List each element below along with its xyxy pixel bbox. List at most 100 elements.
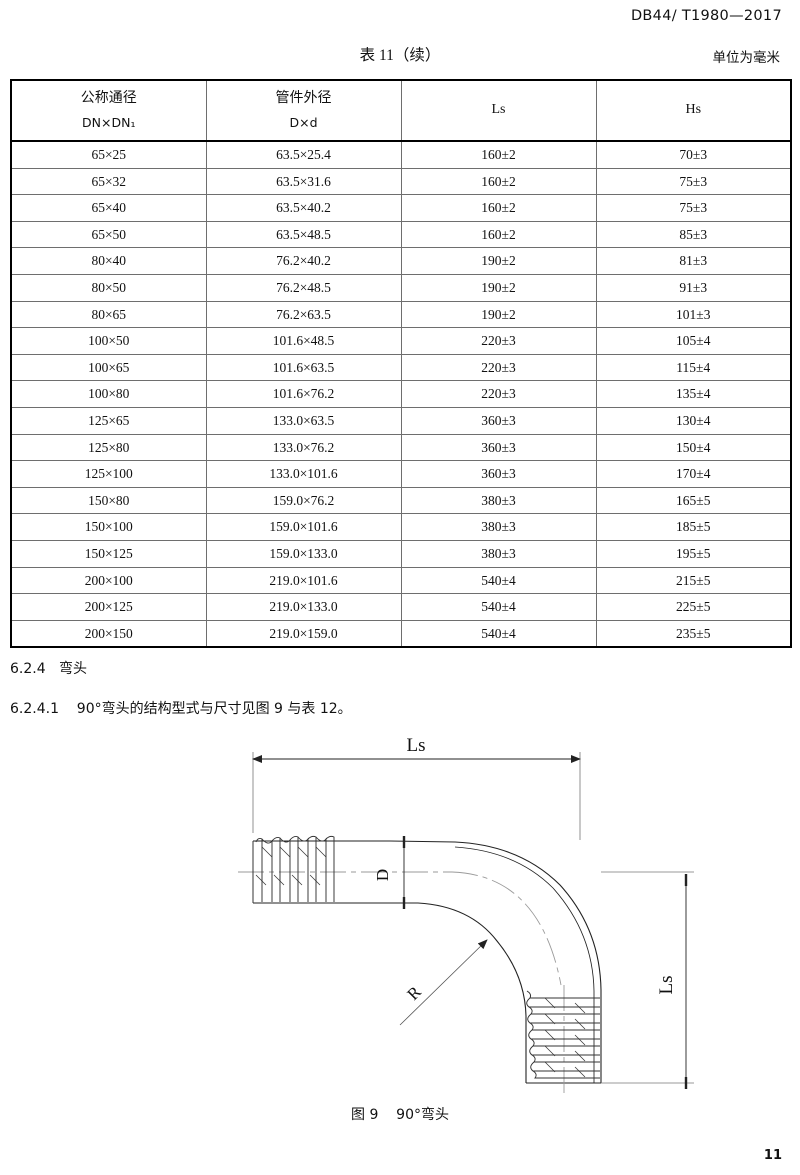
standard-number-header: DB44/ T1980—2017 xyxy=(630,8,782,24)
table-cell-ls: 160±2 xyxy=(400,220,597,249)
table-cell-nominal-diameter: 100×50 xyxy=(10,327,207,355)
table-caption-row: 表 11（续） 单位为毫米 xyxy=(10,43,790,67)
table-cell-ls: 540±4 xyxy=(400,566,597,595)
dimension-label-d: D xyxy=(373,869,392,881)
dimension-label-r: R xyxy=(403,982,425,1004)
table-cell-outer-diameter: 63.5×31.6 xyxy=(205,167,402,196)
horizontal-barb-ribs xyxy=(252,835,335,903)
inner-contour xyxy=(253,902,527,1083)
column-header-hs: Hs xyxy=(595,79,792,142)
table-cell-ls: 360±3 xyxy=(400,460,597,488)
dimension-ls-horizontal: Ls xyxy=(252,735,581,840)
dimension-label-ls-horizontal: Ls xyxy=(407,735,426,756)
vertical-barb-ribs xyxy=(526,990,600,1079)
table-cell-hs: 130±4 xyxy=(595,406,792,435)
table-cell-nominal-diameter: 65×50 xyxy=(10,220,207,249)
table-cell-ls: 160±2 xyxy=(400,167,597,196)
table-cell-outer-diameter: 159.0×133.0 xyxy=(205,539,402,568)
table-cell-hs: 195±5 xyxy=(595,539,792,568)
table-cell-nominal-diameter: 65×32 xyxy=(10,167,207,196)
table-cell-ls: 220±3 xyxy=(400,353,597,382)
table-cell-hs: 75±3 xyxy=(595,167,792,196)
table-cell-nominal-diameter: 200×150 xyxy=(10,619,207,649)
dimension-d-diameter: D xyxy=(373,836,406,909)
table-cell-hs: 165±5 xyxy=(595,486,792,515)
table-header: 公称通径 DN×DN₁ 管件外径 D×d Ls Hs xyxy=(10,79,792,142)
table-cell-nominal-diameter: 150×125 xyxy=(10,539,207,568)
table-cell-hs: 135±4 xyxy=(595,380,792,408)
table-units-note: 单位为毫米 xyxy=(712,50,781,65)
table-cell-hs: 85±3 xyxy=(595,220,792,249)
column-header-outer-diameter-cn: 管件外径 xyxy=(275,90,332,106)
table-cell-ls: 220±3 xyxy=(400,380,597,408)
table-cell-ls: 220±3 xyxy=(400,327,597,355)
dimension-label-ls-vertical: Ls xyxy=(656,976,677,995)
column-header-outer-diameter: 管件外径 D×d xyxy=(205,79,402,142)
table-cell-outer-diameter: 63.5×48.5 xyxy=(205,220,402,249)
leader-line-r xyxy=(399,939,488,1026)
centerline-bend-arc xyxy=(451,871,562,986)
figure-9-caption: 图 9 90°弯头 xyxy=(351,1107,449,1123)
figure-9-elbow-drawing: Ls D R Ls xyxy=(0,735,800,1115)
table-cell-hs: 235±5 xyxy=(595,619,792,649)
table-cell-hs: 91±3 xyxy=(595,273,792,302)
outer-contour-upper xyxy=(253,840,602,1083)
table-cell-ls: 380±3 xyxy=(400,513,597,541)
dimension-r-radius: R xyxy=(399,939,488,1026)
column-header-ls-sym: Ls xyxy=(491,102,506,118)
table-cell-nominal-diameter: 80×50 xyxy=(10,273,207,302)
clause-heading-6-2-4: 6.2.4 弯头 xyxy=(10,661,87,677)
table-cell-hs: 170±4 xyxy=(595,460,792,488)
table-cell-outer-diameter: 159.0×101.6 xyxy=(205,513,402,541)
column-header-ls: Ls xyxy=(400,79,597,142)
table-cell-hs: 150±4 xyxy=(595,433,792,462)
page-number: 11 xyxy=(763,1148,782,1163)
table-cell-outer-diameter: 159.0×76.2 xyxy=(205,486,402,515)
table-cell-outer-diameter: 101.6×76.2 xyxy=(205,380,402,408)
table-cell-outer-diameter: 133.0×101.6 xyxy=(205,460,402,488)
table-cell-outer-diameter: 219.0×133.0 xyxy=(205,593,402,621)
table-cell-outer-diameter: 219.0×159.0 xyxy=(205,619,402,649)
dimension-ls-vertical: Ls xyxy=(601,871,694,1089)
table-cell-ls: 540±4 xyxy=(400,593,597,621)
table-cell-nominal-diameter: 125×100 xyxy=(10,460,207,488)
column-header-hs-sym: Hs xyxy=(685,102,702,118)
table-cell-ls: 360±3 xyxy=(400,406,597,435)
table-cell-ls: 190±2 xyxy=(400,247,597,275)
table-cell-nominal-diameter: 200×100 xyxy=(10,566,207,595)
table-cell-nominal-diameter: 80×65 xyxy=(10,300,207,329)
table-cell-nominal-diameter: 200×125 xyxy=(10,593,207,621)
table-cell-hs: 185±5 xyxy=(595,513,792,541)
clause-text-6-2-4-1: 6.2.4.1 90°弯头的结构型式与尺寸见图 9 与表 12。 xyxy=(10,701,352,717)
table-cell-hs: 115±4 xyxy=(595,353,792,382)
table-cell-outer-diameter: 133.0×63.5 xyxy=(205,406,402,435)
table-cell-nominal-diameter: 100×80 xyxy=(10,380,207,408)
table-cell-hs: 225±5 xyxy=(595,593,792,621)
table-cell-nominal-diameter: 150×100 xyxy=(10,513,207,541)
elbow-technical-drawing-svg: Ls D R Ls xyxy=(238,735,694,1097)
table-cell-hs: 81±3 xyxy=(595,247,792,275)
table-cell-hs: 105±4 xyxy=(595,327,792,355)
column-header-nominal-diameter: 公称通径 DN×DN₁ xyxy=(10,79,207,142)
column-header-outer-diameter-sym: D×d xyxy=(289,115,318,131)
table-cell-outer-diameter: 101.6×63.5 xyxy=(205,353,402,382)
table-caption: 表 11（续） xyxy=(359,47,441,64)
table-cell-outer-diameter: 101.6×48.5 xyxy=(205,327,402,355)
column-header-nominal-diameter-sym: DN×DN₁ xyxy=(82,115,136,131)
